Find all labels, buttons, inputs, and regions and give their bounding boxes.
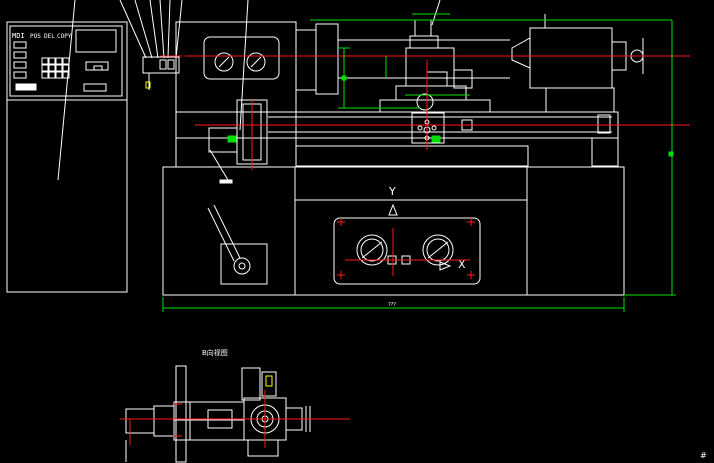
feed-motor [208,99,268,165]
tailstock [511,14,648,113]
dimension-lines: ??? [162,13,676,312]
panel-keypad [41,57,70,79]
overall-length-dimension: ??? [388,302,396,308]
machine-base: Y X [162,166,625,296]
panel-screen [75,29,117,53]
view-b-title: B向视图 [202,348,228,357]
panel-logo: MDI [12,32,25,40]
control-panel: MDI POS DEL COPY [6,21,128,293]
axis-y-label: Y [388,185,396,198]
leader-lines [57,0,441,184]
lathe-bed [175,111,619,167]
axis-x-label: X [458,258,466,271]
center-lines [160,55,690,279]
pendant-switch [142,56,180,90]
panel-pos-button: POS [30,33,41,40]
view-b: B向视图 [120,348,350,463]
panel-copy-button: COPY [57,33,72,40]
corner-mark: # [700,451,707,460]
panel-del-button: DEL [44,33,55,40]
